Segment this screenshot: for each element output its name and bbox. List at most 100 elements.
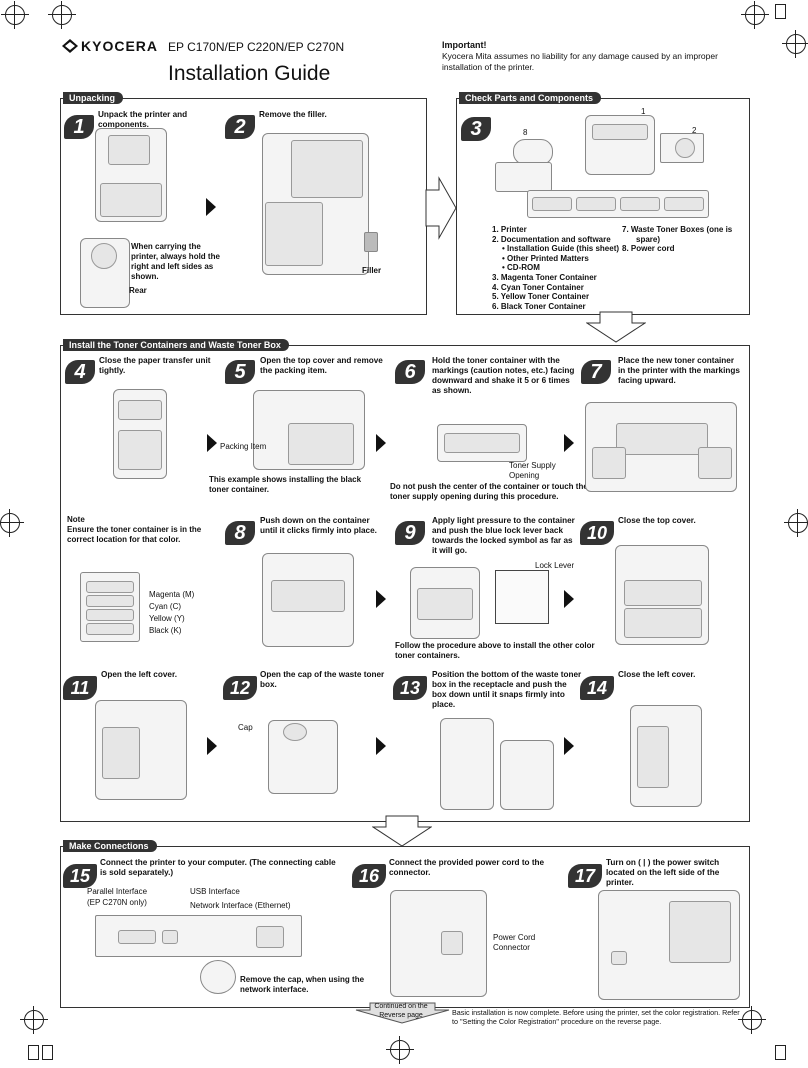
open-left-cover-illustration [95, 700, 187, 800]
step-6-number: 6 [395, 360, 425, 384]
step-14-number: 14 [580, 676, 614, 700]
registration-mark-bottom-right [738, 1006, 766, 1034]
arrow-down-to-connections-icon [372, 815, 432, 847]
step-2-text: Remove the filler. [259, 110, 327, 119]
callout-2: 2 [692, 126, 697, 135]
follow-procedure-note: Follow the procedure above to install th… [395, 641, 595, 660]
color-bar-bottom-left-1 [28, 1045, 39, 1060]
connector-label: Connector [493, 943, 530, 952]
toner-containers-illustration [527, 190, 709, 218]
parts-list-item: spare) [636, 234, 661, 244]
waste-box-cap-illustration [268, 720, 338, 794]
carrying-printer-illustration [80, 238, 130, 308]
parts-list-item: 2. Documentation and software [492, 234, 611, 244]
power-cord-connect-illustration [390, 890, 487, 997]
step-16-number: 16 [352, 864, 386, 888]
registration-mark-left-mid [0, 509, 24, 537]
section-tab-install-toner: Install the Toner Containers and Waste T… [63, 339, 289, 351]
step-15-text: Connect the printer to your computer. (T… [100, 858, 336, 877]
arrow-down-to-install-icon [586, 311, 646, 343]
step-1-text: Unpack the printer and components. [98, 110, 188, 129]
close-top-cover-illustration [615, 545, 709, 645]
network-interface-label: Network Interface (Ethernet) [190, 901, 291, 910]
magenta-label: Magenta (M) [149, 590, 195, 599]
step-4-text: Close the paper transfer unit tightly. [99, 356, 211, 375]
color-bar-bottom-left-2 [42, 1045, 53, 1060]
parts-list-item: 8. Power cord [622, 244, 675, 254]
section-tab-check-parts: Check Parts and Components [459, 92, 602, 104]
page-title: Installation Guide [168, 62, 331, 85]
black-toner-note: This example shows installing the black … [209, 475, 362, 494]
step-17-number: 17 [568, 864, 602, 888]
parts-list-item: 6. Black Toner Container [492, 301, 586, 311]
step-8-number: 8 [225, 521, 255, 545]
callout-1: 1 [641, 107, 646, 116]
usb-interface-label: USB Interface [190, 887, 240, 896]
step-17-text: Turn on ( | ) the power switch located o… [606, 858, 720, 887]
step-8-text: Push down on the container until it clic… [260, 516, 377, 535]
arrow-step9-to-step10 [564, 590, 574, 608]
toner-supply-label: Toner Supply [509, 461, 556, 470]
continued-arrow-icon [355, 1002, 450, 1024]
unpacking-box-illustration [95, 128, 167, 222]
brand-name: KYOCERA [81, 38, 159, 54]
parts-list-left: 1. Printer 2. Documentation and software… [492, 225, 627, 311]
parts-list-item: • Other Printed Matters [502, 253, 589, 263]
parts-list-item: 1. Printer [492, 225, 527, 234]
power-cord-illustration [513, 139, 553, 165]
close-left-cover-illustration [630, 705, 702, 807]
printer-part-illustration [585, 115, 655, 175]
color-bar-bottom-right [775, 1045, 786, 1060]
cyan-label: Cyan (C) [149, 602, 182, 611]
step-10-number: 10 [580, 521, 614, 545]
parts-list-item: 4. Cyan Toner Container [492, 282, 584, 292]
shake-toner-illustration [437, 424, 527, 462]
lock-lever-detail-illustration [495, 570, 549, 624]
rear-label: Rear [129, 286, 147, 295]
registration-mark-top [48, 1, 76, 29]
step-5-number: 5 [225, 360, 255, 384]
filler-part-illustration [364, 232, 378, 252]
arrow-step12-to-step13 [376, 737, 386, 755]
step-11-text: Open the left cover. [101, 670, 177, 679]
parts-list-item: 7. Waste Toner Boxes (one is [622, 225, 733, 234]
remove-cap-note: Remove the cap, when using the network i… [240, 975, 365, 994]
registration-mark-bottom [386, 1036, 414, 1064]
callout-8: 8 [523, 128, 528, 137]
step-13-number: 13 [393, 676, 427, 700]
power-switch-illustration [598, 890, 740, 1000]
note-title: Note [67, 515, 85, 524]
step-13-text: Position the bottom of the waste toner b… [432, 670, 582, 709]
important-text: Kyocera Mita assumes no liability for an… [442, 51, 718, 72]
parts-list-item: • CD-ROM [502, 263, 540, 273]
lock-lever-label: Lock Lever [535, 561, 575, 570]
kyocera-logo: KYOCERA [62, 38, 158, 54]
step-12-number: 12 [223, 676, 257, 700]
do-not-push-note: Do not push the center of the container … [390, 482, 588, 501]
arrow-step11-to-step12 [207, 737, 217, 755]
insert-waste-box-illustration [440, 718, 494, 810]
opening-label: Opening [509, 471, 540, 480]
kyocera-logo-mark-icon [62, 39, 78, 53]
step-15-number: 15 [63, 864, 97, 888]
power-cord-label: Power Cord [493, 933, 536, 942]
push-container-illustration [262, 553, 354, 647]
step-7-text: Place the new toner container in the pri… [618, 356, 740, 385]
arrow-unpacking-to-check-parts-icon [425, 176, 457, 240]
black-label: Black (K) [149, 626, 182, 635]
arrow-step5-to-step6 [376, 434, 386, 452]
continued-note: Continued on the Reverse page [374, 1003, 428, 1019]
section-tab-unpacking: Unpacking [63, 92, 124, 104]
registration-mark-bottom-left [20, 1006, 48, 1034]
step-12-text: Open the cap of the waste toner box. [260, 670, 385, 689]
registration-mark-right-mid [784, 509, 808, 537]
waste-box-receptacle-illustration [500, 740, 554, 810]
carry-note: When carrying the printer, always hold t… [131, 242, 220, 281]
section-tab-make-connections: Make Connections [63, 840, 157, 852]
documentation-cd-illustration [660, 133, 704, 163]
important-title: Important! [442, 40, 487, 50]
arrow-step13-to-step14 [564, 737, 574, 755]
registration-mark-top-right [741, 1, 769, 29]
arrow-step1-to-step2 [206, 198, 216, 216]
interface-panel-illustration [95, 915, 302, 957]
